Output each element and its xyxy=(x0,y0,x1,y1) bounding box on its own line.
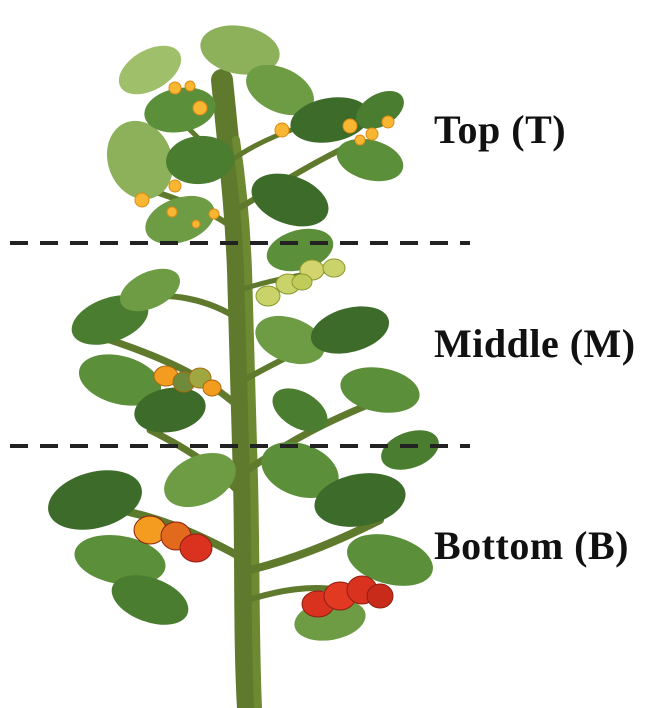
zone-label-bottom: Bottom (B) xyxy=(434,522,629,569)
zone-label-top: Top (T) xyxy=(434,106,566,153)
zone-label-middle: Middle (M) xyxy=(434,320,636,367)
